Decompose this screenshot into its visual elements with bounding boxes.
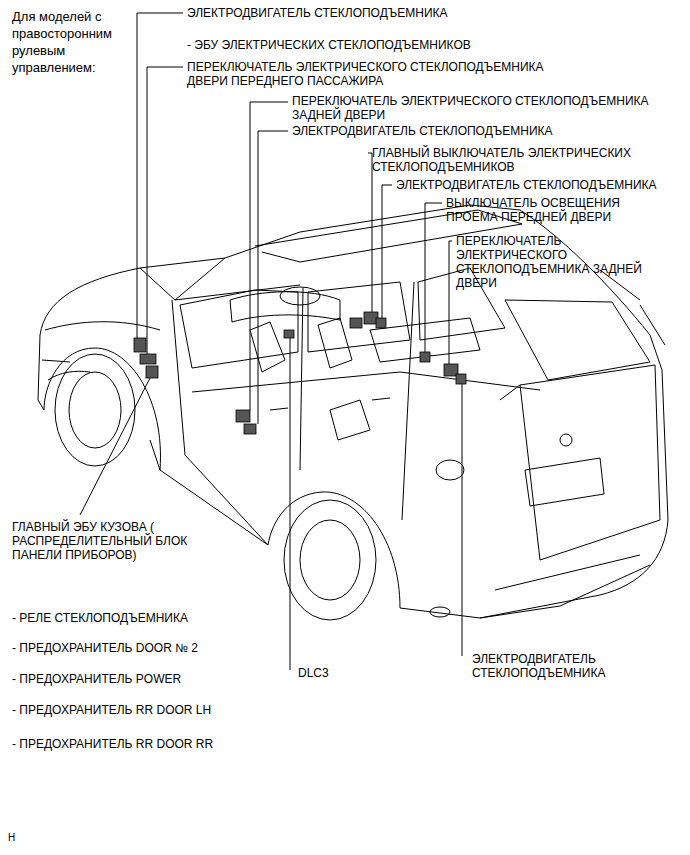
drawing-line	[55, 354, 135, 466]
leader-lines	[80, 13, 462, 670]
drawing-line	[192, 372, 540, 392]
drawing-line	[270, 408, 288, 410]
part-label: ПЕРЕКЛЮЧАТЕЛЬ ЭЛЕКТРИЧЕСКОГО СТЕКЛОПОДЪЕ…	[187, 60, 587, 88]
drawing-line	[495, 555, 640, 590]
drawing-line	[147, 67, 183, 354]
part-label: ЭЛЕКТРОДВИГАТЕЛЬ СТЕКЛОПОДЪЕМНИКА	[187, 6, 448, 20]
part-label: ГЛАВНЫЙ ЭБУ КУЗОВА ( РАСПРЕДЕЛИТЕЛЬНЫЙ Б…	[12, 520, 202, 562]
drawing-line	[172, 300, 185, 455]
part-label: - ПРЕДОХРАНИТЕЛЬ RR DOOR LH	[12, 703, 211, 717]
drawing-line	[45, 322, 160, 330]
drawing-line	[230, 292, 340, 322]
drawing-line	[80, 378, 150, 515]
part-label: ЭЛЕКТРОДВИГАТЕЛЬ СТЕКЛОПОДЪЕМНИКА	[396, 178, 657, 192]
component-marker	[236, 410, 250, 422]
drawing-line	[430, 607, 450, 617]
component-marker	[420, 352, 430, 362]
drawing-line	[137, 13, 183, 338]
drawing-line	[258, 131, 288, 424]
drawing-line	[255, 210, 478, 246]
drawing-line	[436, 460, 464, 480]
component-marker	[140, 354, 156, 364]
drawing-line	[368, 153, 372, 312]
drawing-line	[425, 203, 442, 352]
part-label: ЭЛЕКТРОДВИГАТЕЛЬ СТЕКЛОПОДЪЕМНИКА	[472, 652, 622, 680]
component-marker	[350, 318, 362, 328]
drawing-line	[284, 500, 376, 620]
part-label: - ПРЕДОХРАНИТЕЛЬ POWER	[12, 672, 181, 686]
component-marker	[244, 424, 256, 434]
part-label: DLC3	[298, 666, 329, 680]
drawing-line	[372, 398, 390, 400]
drawing-line	[262, 252, 300, 262]
drawing-line	[500, 385, 520, 400]
drawing-line	[250, 322, 285, 372]
drawing-line	[560, 434, 572, 446]
part-label: - ПРЕДОХРАНИТЕЛЬ RR DOOR RR	[12, 737, 213, 751]
drawing-line	[330, 400, 370, 440]
drawing-line	[505, 300, 650, 380]
drawing-line	[290, 338, 291, 670]
part-label: ВЫКЛЮЧАТЕЛЬ ОСВЕЩЕНИЯ ПРОЕМА ПЕРЕДНЕЙ ДВ…	[446, 196, 646, 224]
figure-code: H	[8, 832, 15, 844]
component-markers	[134, 312, 466, 434]
component-marker	[134, 338, 146, 352]
drawing-line	[525, 458, 604, 506]
drawing-line	[150, 440, 160, 470]
part-label: ЭЛЕКТРОДВИГАТЕЛЬ СТЕКЛОПОДЪЕМНИКА	[292, 124, 553, 138]
drawing-line	[140, 258, 225, 300]
part-label: ПЕРЕКЛЮЧАТЕЛЬ ЭЛЕКТРИЧЕСКОГО СТЕКЛОПОДЪЕ…	[456, 234, 656, 290]
component-marker	[456, 374, 466, 384]
part-label: - ПРЕДОХРАНИТЕЛЬ DOOR № 2	[12, 641, 198, 655]
drawing-line	[318, 318, 352, 368]
component-marker	[284, 330, 294, 338]
drawing-line	[449, 241, 452, 364]
drawing-line	[69, 372, 121, 448]
drawing-line	[402, 282, 414, 520]
heading-note: Для моделей с правосторонним рулевым упр…	[12, 8, 130, 76]
component-marker	[376, 318, 386, 328]
part-label: - ЭБУ ЭЛЕКТРИЧЕСКИХ СТЕКЛОПОДЪЕМНИКОВ	[187, 38, 471, 52]
drawing-line	[185, 455, 268, 545]
drawing-line	[640, 305, 665, 345]
drawing-line	[462, 384, 463, 656]
part-label: ПЕРЕКЛЮЧАТЕЛЬ ЭЛЕКТРИЧЕСКОГО СТЕКЛОПОДЪЕ…	[292, 94, 667, 122]
drawing-line	[382, 185, 392, 318]
drawing-line	[520, 365, 660, 560]
part-label: - РЕЛЕ СТЕКЛОПОДЪЕМНИКА	[12, 611, 188, 625]
part-label: ГЛАВНЫЙ ВЫКЛЮЧАТЕЛЬ ЭЛЕКТРИЧЕСКИХ СТЕКЛО…	[372, 146, 662, 174]
drawing-line	[250, 102, 288, 103]
drawing-line	[42, 360, 70, 362]
drawing-line	[180, 290, 298, 368]
drawing-line	[280, 287, 320, 305]
wheels	[55, 354, 376, 620]
component-marker	[146, 366, 158, 378]
drawing-line	[300, 520, 360, 600]
drawing-line	[250, 102, 251, 410]
